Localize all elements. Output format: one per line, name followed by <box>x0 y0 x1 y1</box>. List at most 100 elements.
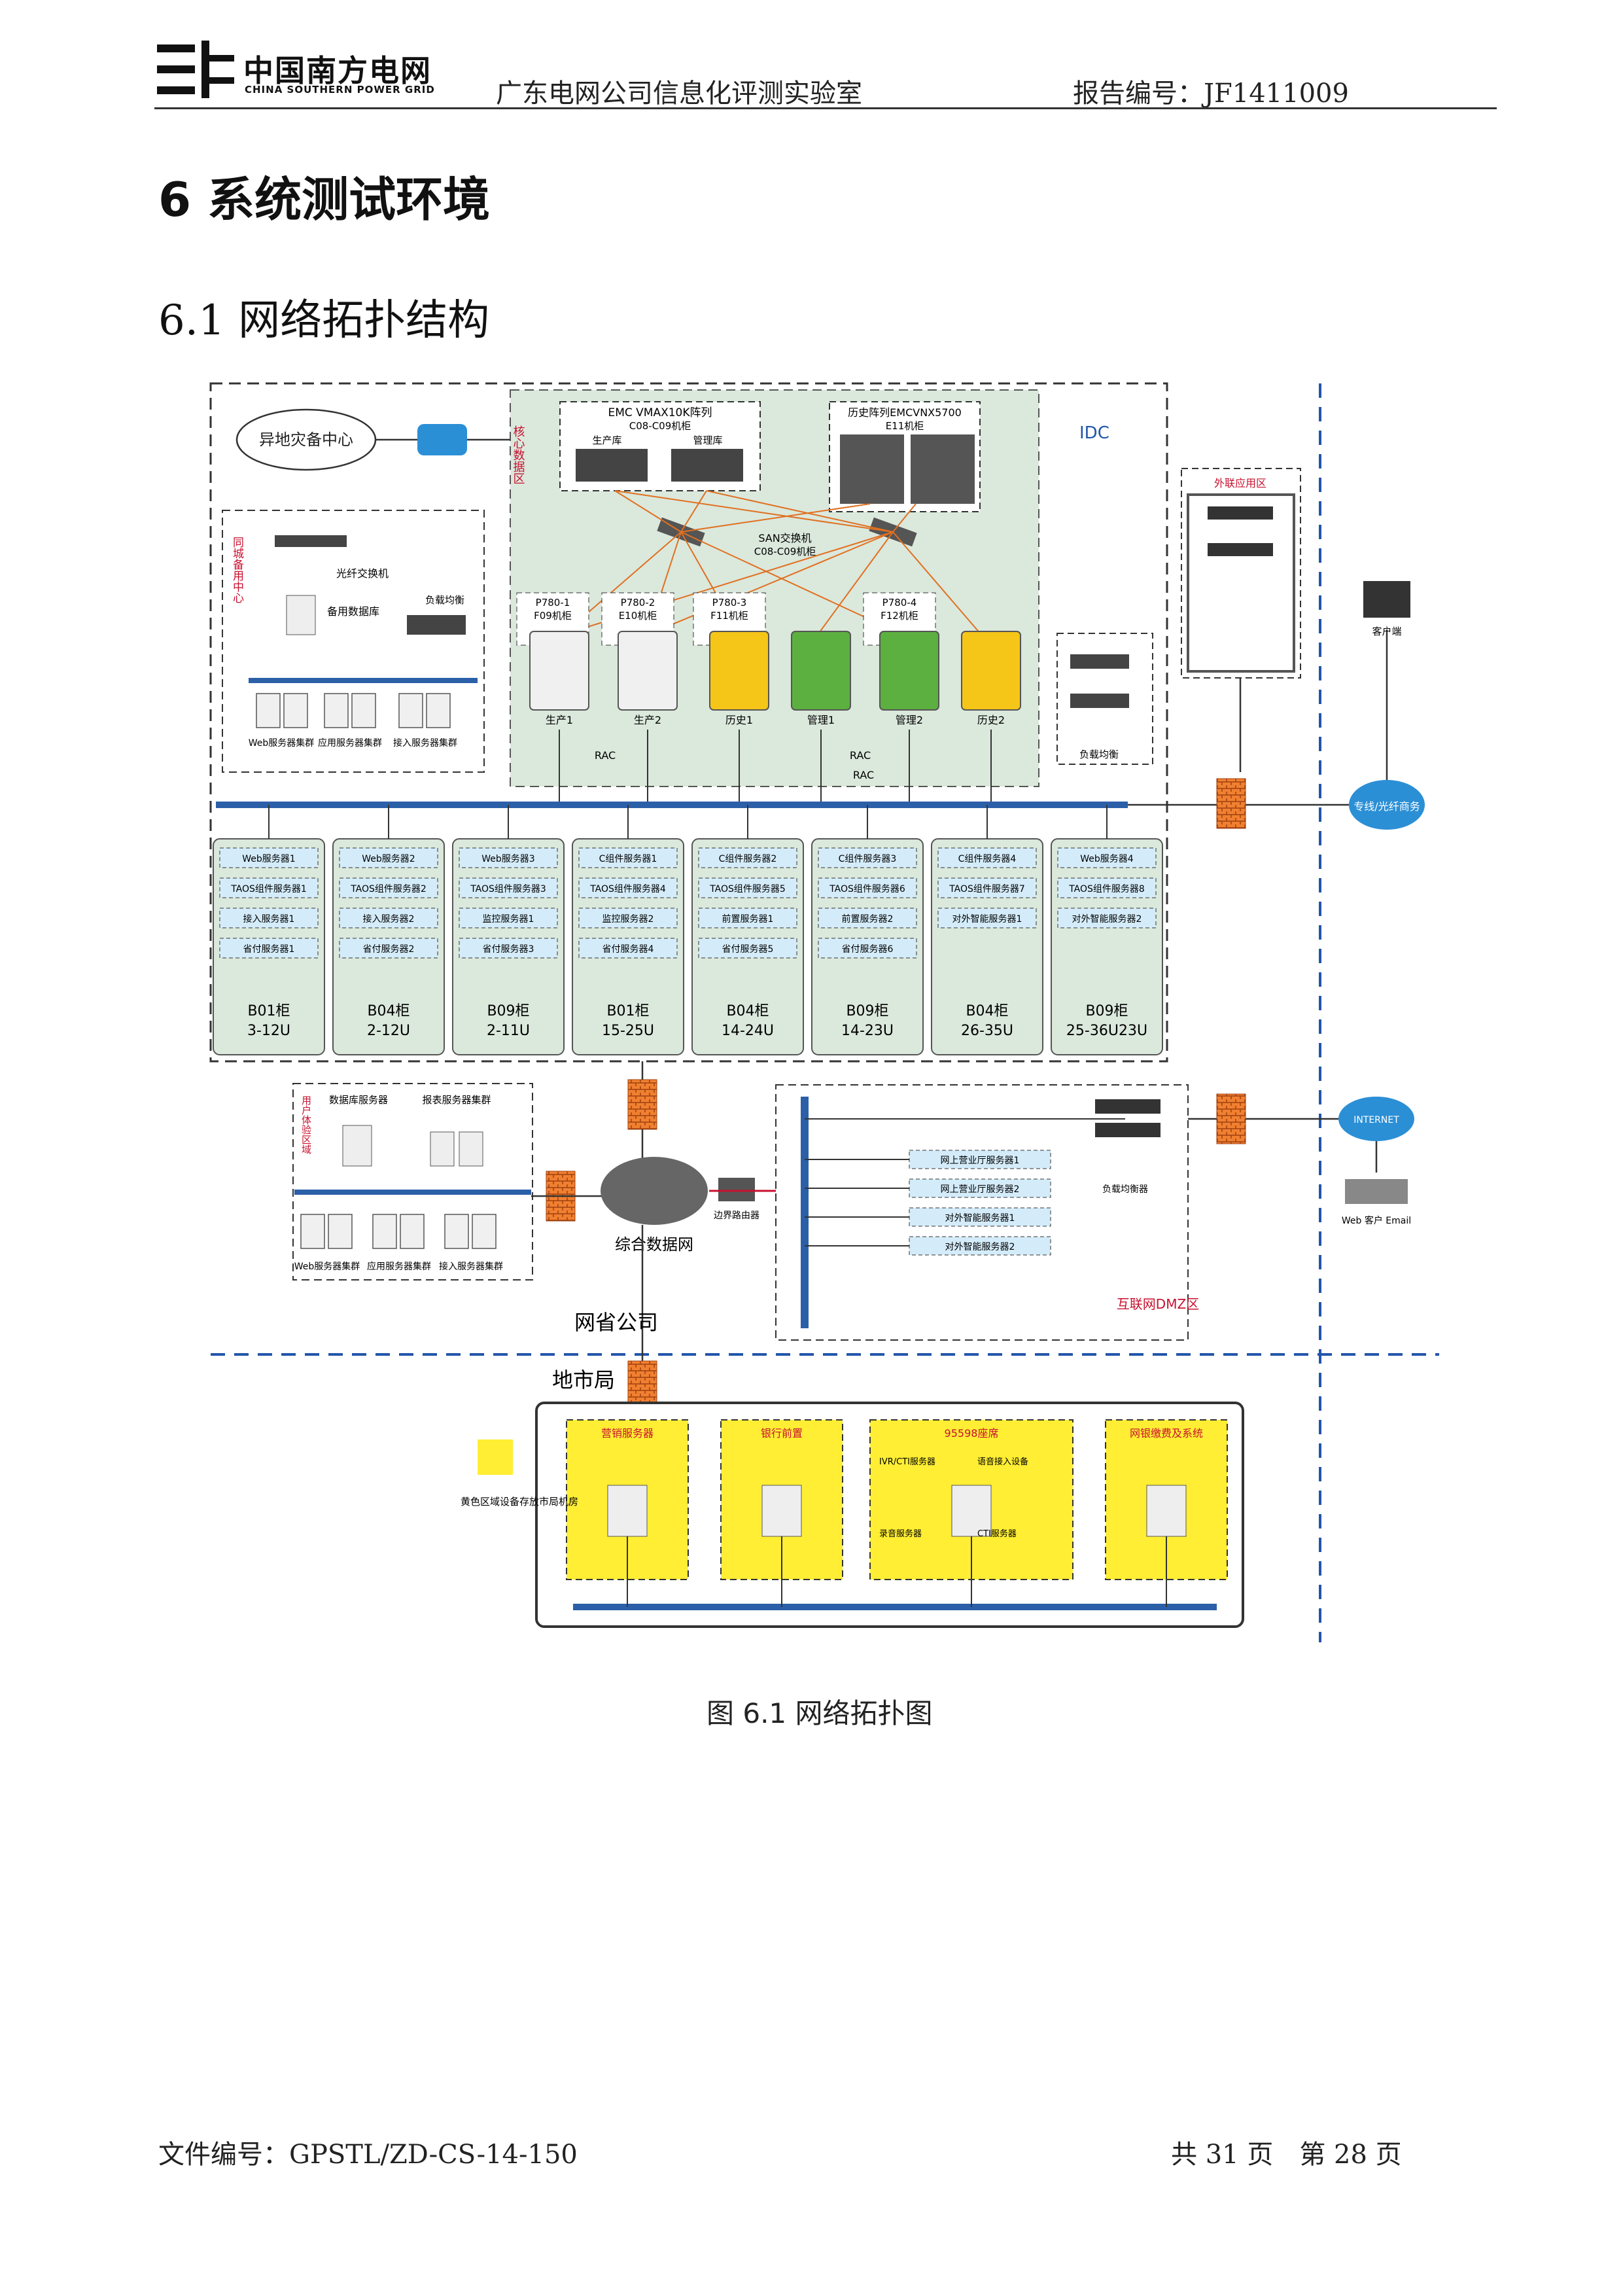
rack-item: 省付服务器3 <box>483 944 534 955</box>
svg-text:历史阵列EMCVNX5700: 历史阵列EMCVNX5700 <box>848 406 962 419</box>
rack-item: Web服务器2 <box>362 854 415 864</box>
svg-text:负载均衡: 负载均衡 <box>1079 749 1119 760</box>
subsection-title: 6.1 网络拓扑结构 <box>158 296 490 345</box>
rack-item: 前置服务器1 <box>722 913 774 925</box>
rack-item: TAOS组件服务器6 <box>829 884 905 894</box>
dmz-server <box>909 1236 1051 1256</box>
user-experience-zone <box>292 1083 533 1280</box>
svg-text:SAN交换机: SAN交换机 <box>758 532 811 544</box>
rack-cabinet: B09柜 <box>1085 1003 1128 1019</box>
svg-text:生产2: 生产2 <box>634 714 661 726</box>
svg-text:E11机柜: E11机柜 <box>886 420 924 432</box>
dmz-server <box>909 1207 1051 1227</box>
rack-item: 对外智能服务器2 <box>1072 914 1142 925</box>
firewall-icon <box>1216 778 1246 829</box>
dmz-server-label: 网上营业厅服务器2 <box>941 1184 1020 1195</box>
rack-item: Web服务器3 <box>481 854 534 864</box>
carrier-cloud-icon <box>1349 780 1425 830</box>
svg-text:外联应用区: 外联应用区 <box>1214 477 1266 489</box>
svg-text:P780-4: P780-4 <box>882 597 917 609</box>
rack-item: Web服务器4 <box>1080 854 1134 864</box>
section-title: 6 系统测试环境 <box>158 172 491 227</box>
city-zone-item: 录音服务器 <box>879 1528 922 1539</box>
svg-text:接入服务器集群: 接入服务器集群 <box>439 1261 503 1272</box>
logo-english-name: CHINA SOUTHERN POWER GRID <box>245 84 435 96</box>
svg-text:C08-C09机柜: C08-C09机柜 <box>754 546 816 557</box>
svg-text:报表服务器集群: 报表服务器集群 <box>422 1094 491 1106</box>
web-client-icon <box>1345 1179 1408 1204</box>
rack-item: 监控服务器2 <box>602 914 654 925</box>
rack-cabinet: B04柜 <box>367 1003 410 1019</box>
svg-text:网省公司: 网省公司 <box>574 1310 658 1335</box>
rack-units: 25-36U23U <box>1066 1023 1147 1039</box>
city-server-icon <box>951 1485 992 1537</box>
city-zone-title: 95598座席 <box>945 1427 999 1439</box>
dmz-server <box>909 1178 1051 1198</box>
svg-text:E10机柜: E10机柜 <box>619 610 657 622</box>
city-zone-item: CTI服务器 <box>977 1528 1017 1539</box>
svg-text:应用服务器集群: 应用服务器集群 <box>318 737 382 749</box>
rack-group: Web服务器1TAOS组件服务器1接入服务器1省付服务器1B01柜3-12UWe… <box>213 805 1163 1055</box>
rack-item: 省付服务器1 <box>243 944 295 955</box>
svg-text:生产库: 生产库 <box>592 434 621 446</box>
rack-item: TAOS组件服务器3 <box>470 884 546 894</box>
rack-cabinet: B01柜 <box>247 1003 290 1019</box>
lb-right-icon-2 <box>1070 694 1129 708</box>
router-icon <box>718 1178 755 1201</box>
svg-text:管理1: 管理1 <box>807 714 835 726</box>
idc-frame <box>209 382 1168 1063</box>
client-pc-icon <box>1363 581 1410 618</box>
svg-text:RAC: RAC <box>595 749 616 762</box>
rack-units: 14-23U <box>841 1023 894 1039</box>
rack-cabinet: B04柜 <box>966 1003 1008 1019</box>
rack-item: 接入服务器2 <box>363 913 415 925</box>
server-hist1-icon <box>709 631 769 711</box>
rack-item: 前置服务器2 <box>842 913 894 925</box>
dmz-server-label: 对外智能服务器1 <box>945 1213 1015 1224</box>
footer-doc-number: 文件编号：GPSTL/ZD-CS-14-150 <box>158 2140 578 2170</box>
dmz-server-label: 网上营业厅服务器1 <box>941 1156 1020 1166</box>
rack-item: C组件服务器3 <box>839 854 897 864</box>
svg-text:备用数据库: 备用数据库 <box>327 605 379 618</box>
rack-units: 15-25U <box>602 1023 654 1039</box>
svg-text:同城备用中心: 同城备用中心 <box>230 537 244 603</box>
cloud-link-icon <box>417 424 467 455</box>
footer-page-number: 共 31 页 第 28 页 <box>1171 2140 1402 2170</box>
svg-text:RAC: RAC <box>853 769 874 781</box>
ext-server-icon-2 <box>1208 543 1273 556</box>
rack-item: TAOS组件服务器2 <box>350 884 427 894</box>
storage-hist-icon <box>840 434 904 504</box>
svg-text:P780-3: P780-3 <box>712 597 747 609</box>
rack-item: TAOS组件服务器8 <box>1068 884 1145 894</box>
rack-cabinet: B09柜 <box>487 1003 529 1019</box>
rack-units: 3-12U <box>247 1023 290 1039</box>
svg-text:历史2: 历史2 <box>977 714 1005 726</box>
rack-item: C组件服务器2 <box>719 854 777 864</box>
svg-text:负载均衡器: 负载均衡器 <box>1102 1184 1148 1195</box>
rack-item: Web服务器1 <box>242 854 295 864</box>
dmz-servers: 网上营业厅服务器1 网上营业厅服务器2 对外智能服务器1 对外智能服务器2 <box>909 1150 1051 1256</box>
idc-label: IDC <box>1079 423 1109 443</box>
figure-caption: 图 6.1 网络拓扑图 <box>707 1697 933 1729</box>
rack-cabinet: B04柜 <box>726 1003 769 1019</box>
svg-text:Web服务器集群: Web服务器集群 <box>294 1261 360 1272</box>
svg-text:C08-C09机柜: C08-C09机柜 <box>629 420 691 432</box>
svg-text:F12机柜: F12机柜 <box>881 610 918 622</box>
server-mgmt2-icon <box>879 631 939 711</box>
internet-cloud-icon <box>1338 1097 1414 1141</box>
rack-item: TAOS组件服务器7 <box>949 884 1025 894</box>
city-zone-title: 银行前置 <box>761 1427 803 1439</box>
ext-server-icon <box>1208 506 1273 520</box>
server-prod1-icon <box>529 631 589 711</box>
svg-text:专线/光纤商务: 专线/光纤商务 <box>1353 800 1420 813</box>
db-server-icon <box>342 1125 372 1167</box>
dmz-server-label: 对外智能服务器2 <box>945 1242 1015 1252</box>
svg-text:管理库: 管理库 <box>693 434 722 446</box>
svg-text:RAC: RAC <box>850 749 871 762</box>
